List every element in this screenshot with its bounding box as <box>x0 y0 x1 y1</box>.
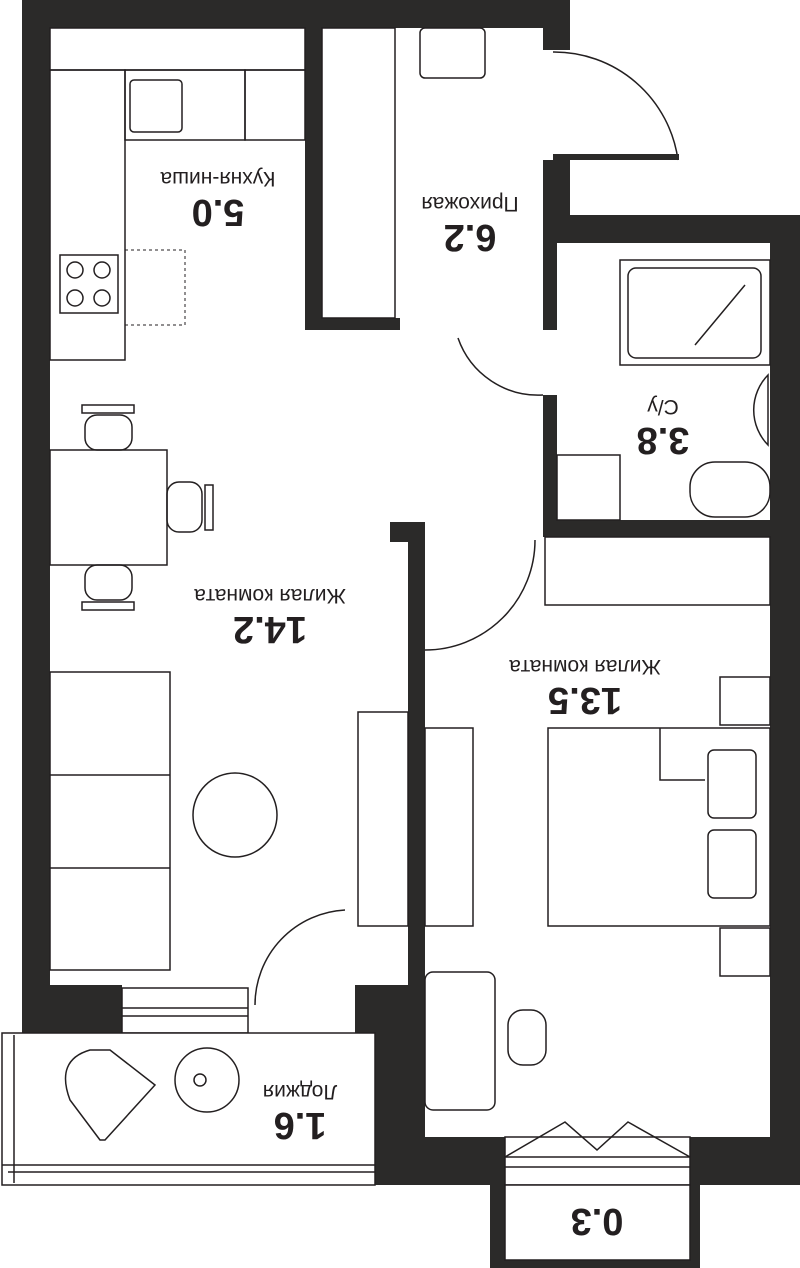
room-area-bathroom: 3.8 <box>637 419 690 461</box>
bedroom-furniture <box>424 536 771 1111</box>
room-name-loggia: Лоджия <box>263 1080 337 1103</box>
room-name-kitchen: Кухня-ниша <box>160 167 275 190</box>
room-name-bathroom: С/у <box>647 395 679 418</box>
room-name-hallway: Прихожая <box>421 192 518 215</box>
room-area-kitchen: 5.0 <box>192 191 245 233</box>
kitchen-labels: Кухня-ниша 5.0 <box>160 167 275 233</box>
bedroom-door <box>424 539 536 651</box>
room-name-living-room-1: Жилая комната <box>194 584 346 607</box>
loggia-furniture <box>64 1047 240 1141</box>
bathroom-door <box>457 337 544 396</box>
room-area-living-room-2: 13.5 <box>548 679 622 721</box>
loggia-door <box>254 909 346 1006</box>
walls <box>22 0 800 1268</box>
bathroom-fixtures <box>556 259 771 521</box>
room-area-loggia: 1.6 <box>274 1104 327 1146</box>
kitchen-furniture <box>49 27 486 361</box>
room-area-living-room-1: 14.2 <box>233 608 307 650</box>
room-area-hallway: 6.2 <box>444 216 497 258</box>
doors <box>254 51 679 1006</box>
entrance-door <box>552 51 679 161</box>
room-area-balcony: 0.3 <box>571 1200 624 1242</box>
windows <box>1 27 691 1261</box>
living-room-furniture <box>49 404 474 971</box>
room-name-living-room-2: Жилая комната <box>509 655 661 678</box>
